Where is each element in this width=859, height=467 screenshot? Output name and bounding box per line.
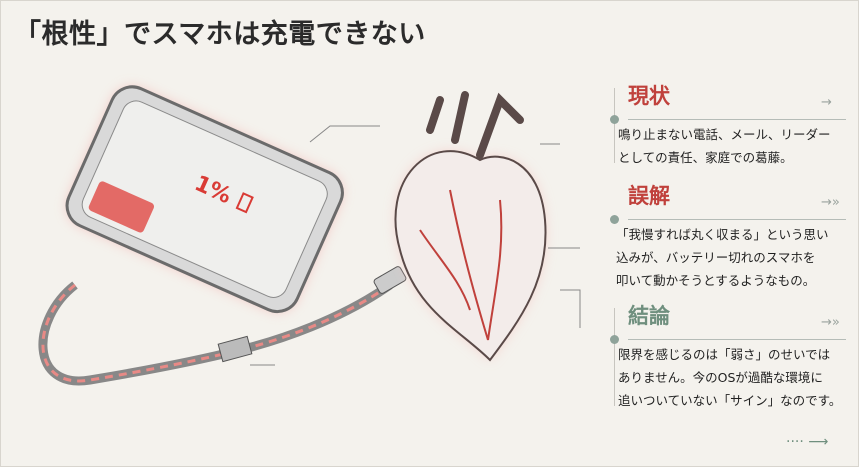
section-title: 誤解 xyxy=(628,184,670,208)
body-line: 鳴り止まない電話、メール、リーダー xyxy=(618,127,831,142)
body-line: 追いついていない「サイン」なのです。 xyxy=(618,393,842,408)
section-body: 限界を感じるのは「弱さ」のせいでは ありません。今のOSが過酷な環境に 追いつい… xyxy=(618,343,858,412)
section-title: 結論 xyxy=(628,304,670,328)
arrow-icon: →» xyxy=(821,315,840,330)
heart-icon xyxy=(394,91,547,362)
section-conclusion: 結論 →» 限界を感じるのは「弱さ」のせいでは ありません。今のOSが過酷な環境… xyxy=(603,298,846,408)
section-title: 現状 xyxy=(628,84,670,108)
cable-icon xyxy=(38,266,407,386)
timeline-line xyxy=(614,88,615,163)
section-misconception: 誤解 →» 「我慢すれば丸く収まる」という思い 込みが、バッテリー切れのスマホを… xyxy=(603,178,846,288)
phone-heart-illustration: 1% xyxy=(38,85,581,386)
next-arrow-icon[interactable]: ···· ⟶ xyxy=(786,434,829,450)
body-line: 込みが、バッテリー切れのスマホを xyxy=(616,250,816,265)
body-line: としての責任、家庭での葛藤。 xyxy=(618,150,793,165)
timeline-line xyxy=(614,308,615,406)
body-line: ありません。今のOSが過酷な環境に xyxy=(618,370,823,385)
section-body: 鳴り止まない電話、メール、リーダー としての責任、家庭での葛藤。 xyxy=(618,123,858,169)
timeline-dot xyxy=(610,115,619,124)
body-line: 「我慢すれば丸く収まる」という思い xyxy=(616,227,829,242)
arrow-icon: → xyxy=(821,95,832,110)
divider xyxy=(628,119,846,120)
section-current-state: 現状 → 鳴り止まない電話、メール、リーダー としての責任、家庭での葛藤。 xyxy=(603,78,846,188)
divider xyxy=(628,339,846,340)
divider xyxy=(628,219,846,220)
arrow-icon: →» xyxy=(821,195,840,210)
smartphone-icon: 1% xyxy=(65,85,344,314)
body-line: 叩いて動かそうとするようなもの。 xyxy=(616,273,816,288)
body-line: 限界を感じるのは「弱さ」のせいでは xyxy=(618,347,831,362)
timeline-dot xyxy=(610,215,619,224)
annotation-lines xyxy=(250,125,581,366)
section-body: 「我慢すれば丸く収まる」という思い 込みが、バッテリー切れのスマホを 叩いて動か… xyxy=(616,223,856,292)
page-title: 「根性」でスマホは充電できない xyxy=(14,19,426,50)
timeline-dot xyxy=(610,335,619,344)
low-battery-bar xyxy=(88,181,155,233)
